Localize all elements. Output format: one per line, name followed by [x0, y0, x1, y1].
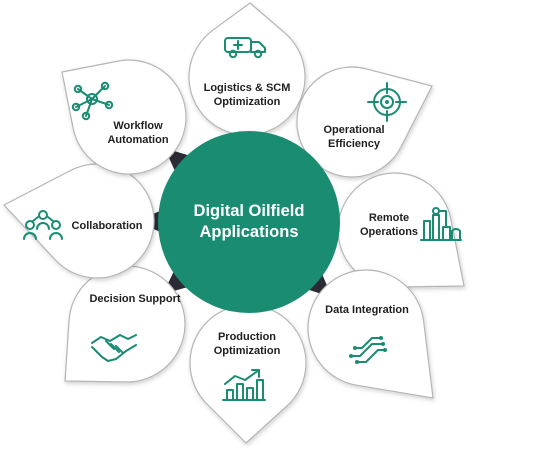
petal-decision-support — [64, 265, 186, 383]
node-label-line1: Workflow — [113, 120, 163, 132]
node-label-data-integration: Data Integration — [325, 303, 409, 317]
node-label-line1: Decision Support — [89, 293, 181, 305]
petal-data-integration — [307, 269, 434, 399]
petal-logistics — [188, 2, 306, 136]
center-title: Digital Oilfield Applications — [194, 201, 305, 243]
node-label-line1: Collaboration — [71, 220, 143, 232]
node-label-line1: Data Integration — [325, 304, 409, 316]
node-label-line1: Production — [217, 331, 277, 343]
node-label-operational-efficiency: Operational Efficiency — [323, 123, 384, 151]
node-label-workflow-automation: Workflow Automation — [107, 119, 168, 147]
team-network-icon — [23, 210, 63, 240]
node-label-line2: Optimization — [213, 96, 281, 108]
oil-refinery-icon — [420, 207, 462, 241]
node-label-line2: Automation — [107, 134, 169, 146]
petal-workflow-automation — [61, 59, 187, 175]
center-title-line2: Applications — [199, 223, 299, 241]
node-label-production-optimization: Production Optimization — [214, 330, 281, 358]
growth-chart-icon — [222, 369, 266, 401]
node-label-collaboration: Collaboration — [72, 219, 143, 233]
node-label-line2: Operations — [359, 226, 419, 238]
node-label-line2: Optimization — [213, 345, 281, 357]
center-title-line1: Digital Oilfield — [193, 202, 305, 220]
truck-icon — [224, 37, 266, 59]
crosshair-target-icon — [367, 82, 407, 122]
node-label-logistics: Logistics & SCM Optimization — [204, 81, 291, 109]
node-label-line1: Remote — [368, 212, 410, 224]
network-nodes-icon — [71, 81, 114, 121]
node-label-line2: Efficiency — [328, 138, 380, 150]
node-label-line1: Logistics & SCM — [203, 82, 291, 94]
node-label-remote-operations: Remote Operations — [360, 211, 418, 239]
petal-production-optimization — [189, 304, 307, 444]
handshake-icon — [91, 334, 137, 362]
node-label-line1: Operational — [323, 124, 385, 136]
node-label-decision-support: Decision Support — [89, 292, 180, 306]
center-circle — [158, 131, 340, 313]
petal-operational-efficiency — [296, 66, 433, 178]
circuit-lines-icon — [349, 336, 387, 364]
